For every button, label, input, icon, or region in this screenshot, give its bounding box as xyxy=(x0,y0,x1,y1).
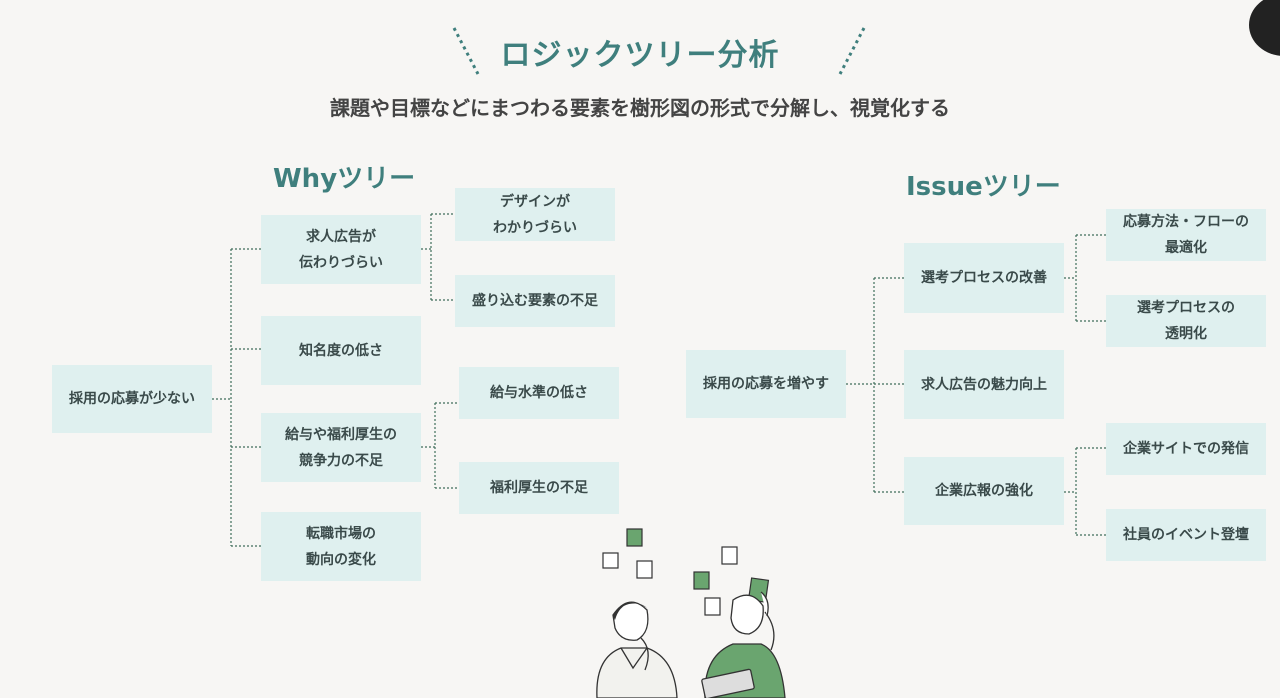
issue-node-selection-process: 選考プロセスの改善 xyxy=(904,243,1064,313)
why-tree-title: Whyツリー xyxy=(273,164,416,194)
why-node-low-awareness: 知名度の低さ xyxy=(261,316,421,385)
page-title: ロジックツリー分析 xyxy=(500,38,780,73)
why-node-market-change: 転職市場の 動向の変化 xyxy=(261,512,421,581)
issue-node-transparency: 選考プロセスの 透明化 xyxy=(1106,295,1266,347)
why-root-node: 採用の応募が少ない xyxy=(52,365,212,433)
why-node-benefits-lacking: 福利厚生の不足 xyxy=(459,462,619,514)
issue-tree-title: Issueツリー xyxy=(906,172,1061,202)
issue-node-website: 企業サイトでの発信 xyxy=(1106,423,1266,475)
dotted-accent-left xyxy=(452,27,480,75)
issue-node-event-speaking: 社員のイベント登壇 xyxy=(1106,509,1266,561)
why-node-ad-unclear: 求人広告が 伝わりづらい xyxy=(261,215,421,284)
dotted-accent-right xyxy=(838,27,866,75)
issue-node-flow-optimize: 応募方法・フローの 最適化 xyxy=(1106,209,1266,261)
issue-root-node: 採用の応募を増やす xyxy=(686,350,846,418)
why-node-low-salary: 給与水準の低さ xyxy=(459,367,619,419)
people-illustration xyxy=(596,528,786,698)
issue-node-pr: 企業広報の強化 xyxy=(904,457,1064,525)
why-node-compensation: 給与や福利厚生の 競争力の不足 xyxy=(261,413,421,482)
page-subtitle: 課題や目標などにまつわる要素を樹形図の形式で分解し、視覚化する xyxy=(330,96,950,120)
why-node-content-lacking: 盛り込む要素の不足 xyxy=(455,275,615,327)
why-node-design-unclear: デザインが わかりづらい xyxy=(455,188,615,241)
issue-node-ad-appeal: 求人広告の魅力向上 xyxy=(904,350,1064,419)
